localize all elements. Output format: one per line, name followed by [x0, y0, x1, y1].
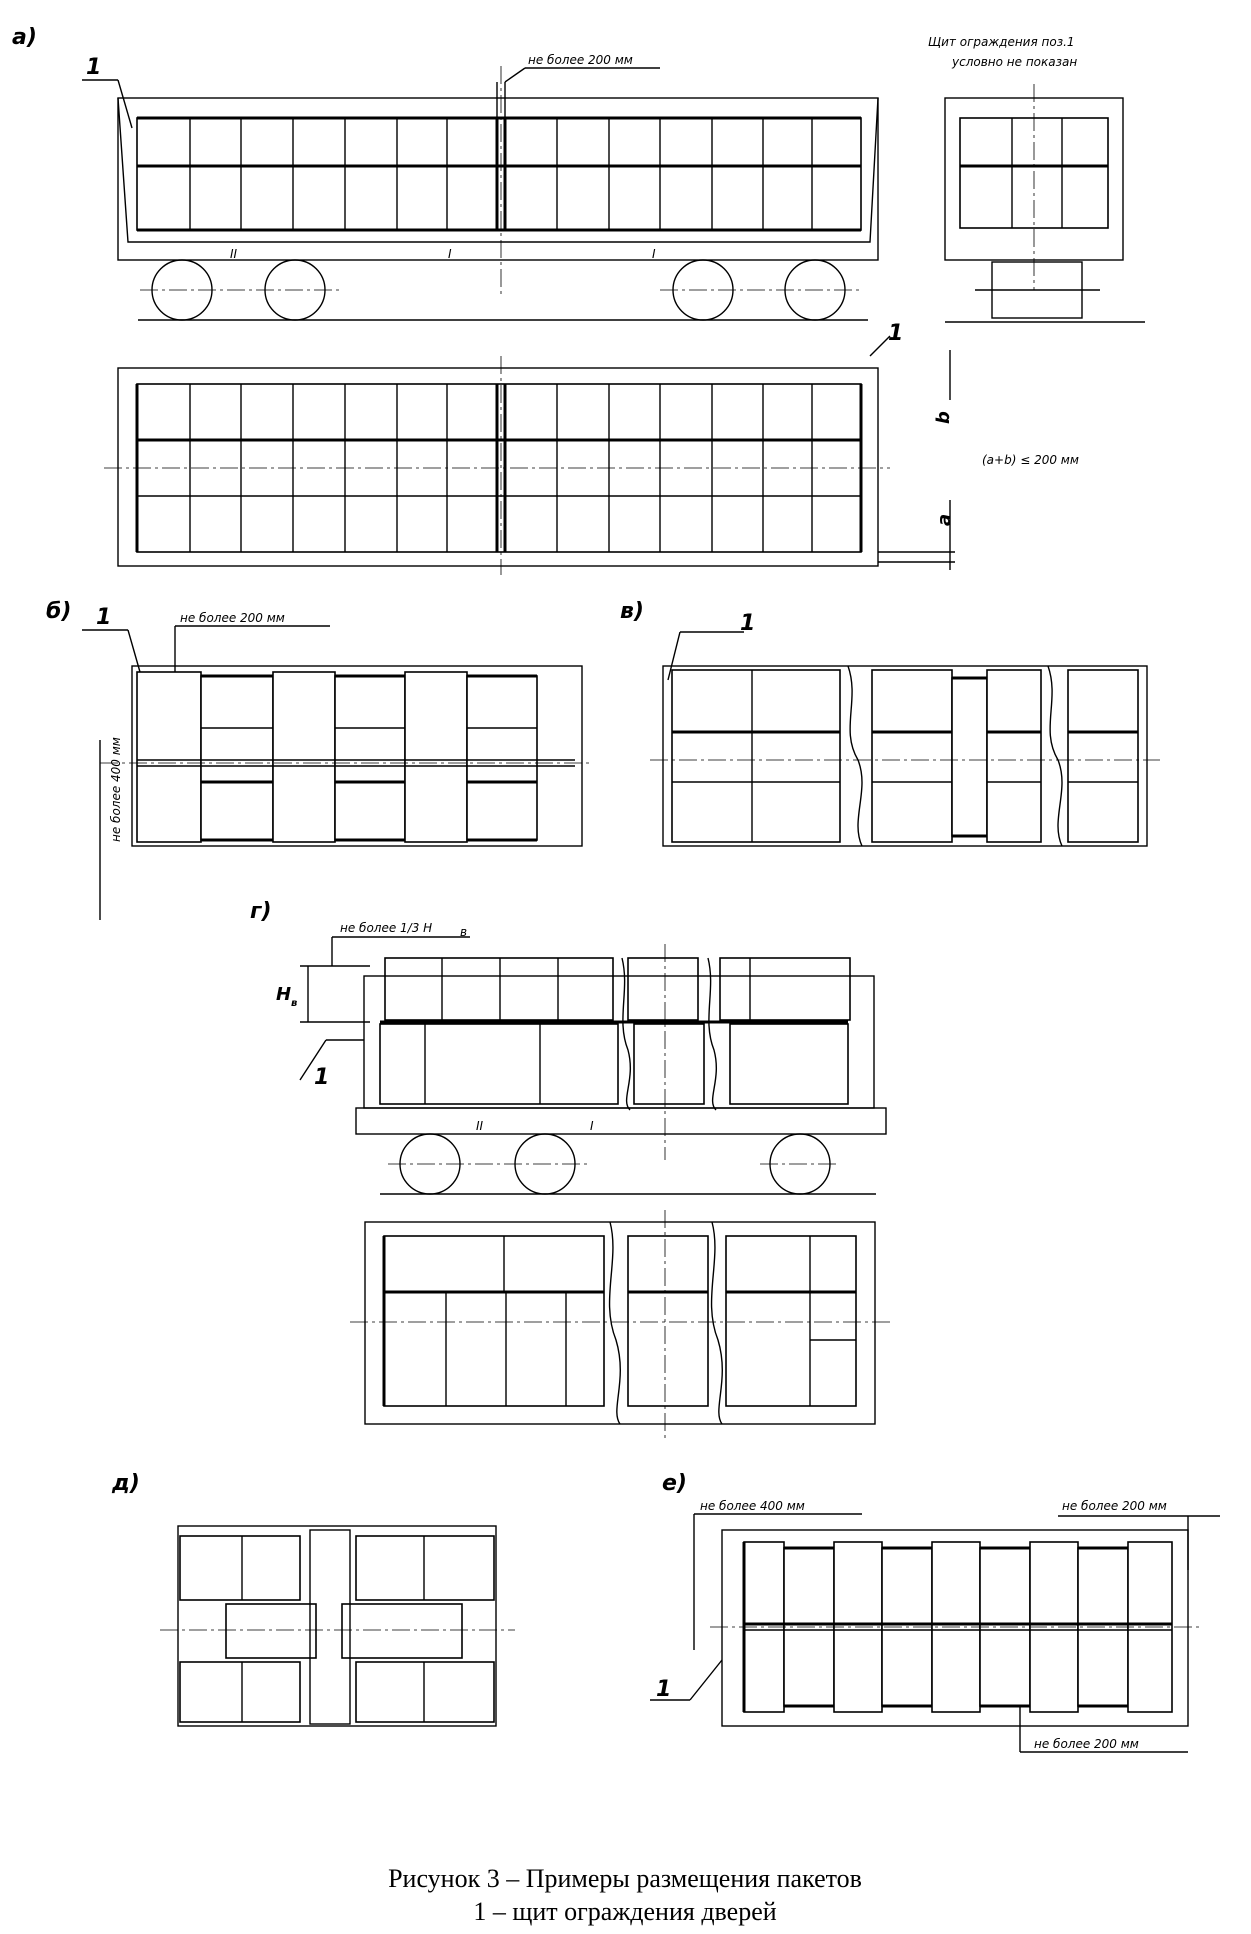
- note-max400-b: не более 400 мм: [109, 737, 123, 842]
- label-a: а): [12, 25, 37, 50]
- pos1-a-top: 1: [888, 321, 903, 346]
- mesh-filler: [309, 1529, 351, 1725]
- label-b: б): [46, 599, 71, 624]
- wagon-v: [662, 665, 1148, 847]
- label-v: в): [620, 599, 644, 624]
- break-line: [847, 665, 863, 847]
- wagon-sides-a: [117, 97, 879, 243]
- note-max13: не более 1/3 Н: [340, 921, 432, 935]
- view-e: е) не более 400 мм не более 200 мм 1 не …: [650, 1471, 1220, 1753]
- label-g: г): [250, 899, 272, 924]
- shield-note-1: Щит ограждения поз.1: [928, 35, 1075, 49]
- note-max200-a: не более 200 мм: [528, 53, 633, 67]
- caption-line2: 1 – щит ограждения дверей: [473, 1897, 776, 1926]
- dim-b: b: [933, 411, 954, 424]
- view-a-side: а) не более 200 мм 1 II I I: [12, 25, 879, 321]
- roman2-a: II: [230, 247, 238, 261]
- wagon-b: [131, 665, 583, 847]
- pos1-b: 1: [96, 605, 111, 630]
- note-max400-e: не более 400 мм: [700, 1499, 805, 1513]
- label-d: д): [111, 1471, 140, 1496]
- view-a-top: 1 b a (a+b) ≤ 200 мм: [104, 321, 1079, 575]
- h-sub-1: в: [460, 925, 467, 939]
- wagon-d: [177, 1525, 497, 1727]
- view-v: в) 1: [620, 599, 1160, 847]
- pos1-a: 1: [86, 55, 101, 80]
- h-label: Н: [276, 984, 291, 1005]
- note-max200-e-bottom: не более 200 мм: [1034, 1737, 1139, 1751]
- roman1-g: I: [590, 1119, 594, 1133]
- pos1-e: 1: [656, 1677, 671, 1702]
- roman2-g: II: [476, 1119, 484, 1133]
- view-g-top: [350, 1210, 890, 1440]
- note-max200-b: не более 200 мм: [180, 611, 285, 625]
- view-b: б) не более 200 мм 1 не более 400 мм: [46, 599, 590, 920]
- view-d: д): [111, 1471, 515, 1727]
- roman1-a: I: [448, 247, 452, 261]
- roman1-a2: I: [652, 247, 656, 261]
- shield-note-2: условно не показан: [951, 55, 1077, 69]
- dim-a: a: [934, 514, 955, 526]
- caption-line1: Рисунок 3 – Примеры размещения пакетов: [388, 1864, 862, 1893]
- view-a-end: Щит ограждения поз.1 условно не показан: [928, 35, 1145, 323]
- pos1-g: 1: [314, 1065, 329, 1090]
- note-max200-e-top: не более 200 мм: [1062, 1499, 1167, 1513]
- h-sub-2: в: [291, 998, 297, 1009]
- wagon-top-a: [117, 367, 879, 567]
- pos1-v: 1: [740, 611, 755, 636]
- formula: (a+b) ≤ 200 мм: [982, 453, 1079, 467]
- wagon-body-a: [117, 97, 879, 261]
- label-e: е): [662, 1471, 687, 1496]
- view-g-side: г) не более 1/3 Н в Н в 1 II I: [250, 899, 887, 1195]
- wagon-e: [721, 1529, 1189, 1727]
- package-stack-a: [136, 117, 862, 231]
